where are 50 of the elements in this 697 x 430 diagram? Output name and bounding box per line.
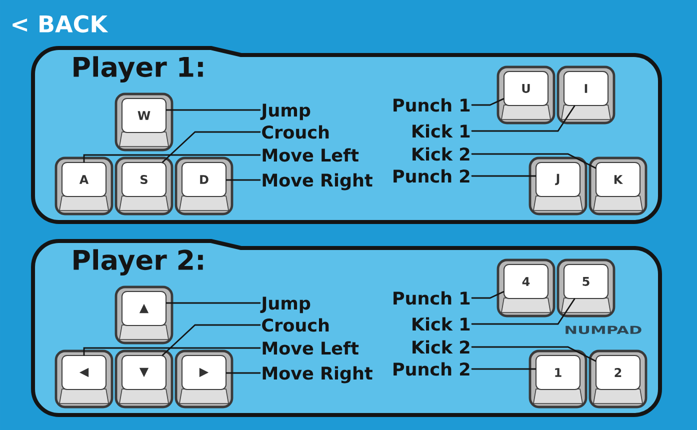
- keyboard-key: J: [528, 156, 588, 216]
- leader-line: [471, 368, 536, 370]
- keyboard-key: 2: [588, 350, 648, 408]
- back-link: < BACK: [12, 15, 108, 33]
- leader-line: [162, 131, 261, 163]
- keyboard-key: 5: [556, 258, 616, 318]
- action-label: Jump: [260, 104, 310, 120]
- action-label: Move Left: [262, 341, 359, 355]
- action-label: Move Right: [262, 173, 372, 190]
- action-label: Jump: [260, 296, 310, 314]
- leader-line: [471, 346, 596, 362]
- action-label: Kick 2: [412, 340, 470, 354]
- action-label: Punch 1: [394, 98, 470, 112]
- leader-line: [226, 179, 261, 181]
- leader-line: [471, 105, 576, 132]
- group-label: NUMPAD: [566, 326, 642, 334]
- keyboard-key: ◀: [54, 350, 114, 408]
- action-label: Move Left: [262, 148, 359, 162]
- action-label: Kick 1: [412, 317, 470, 331]
- keyboard-key: 1: [528, 350, 588, 408]
- keyboard-key: D: [174, 156, 234, 216]
- leader-line: [471, 291, 504, 299]
- leader-line: [471, 153, 596, 169]
- action-label: Move Right: [262, 366, 372, 384]
- keyboard-key: ▲: [114, 286, 174, 344]
- leader-line: [471, 298, 576, 325]
- keyboard-key: W: [114, 92, 174, 152]
- action-label: Punch 2: [394, 362, 470, 376]
- keyboard-key: ▼: [114, 350, 174, 408]
- keyboard-key: ▶: [174, 350, 234, 408]
- leader-line: [83, 154, 261, 163]
- keyboard-key: 4: [496, 258, 556, 318]
- leader-line: [162, 324, 261, 356]
- keyboard-key: U: [496, 66, 556, 124]
- leader-line: [226, 372, 261, 374]
- action-label: Kick 1: [412, 124, 470, 138]
- keyboard-key: K: [588, 156, 648, 216]
- leader-line: [471, 175, 536, 177]
- action-label: Punch 2: [394, 169, 470, 183]
- action-label: Punch 1: [394, 291, 470, 305]
- leader-line: [83, 347, 261, 356]
- action-label: Crouch: [262, 125, 329, 139]
- leader-line: [166, 302, 261, 304]
- keyboard-key: A: [54, 156, 114, 216]
- leader-line: [166, 109, 261, 111]
- action-label: Crouch: [262, 318, 329, 332]
- keyboard-key: I: [556, 66, 616, 124]
- keyboard-key: S: [114, 156, 174, 216]
- leader-line: [471, 98, 504, 106]
- action-label: Kick 2: [412, 147, 470, 161]
